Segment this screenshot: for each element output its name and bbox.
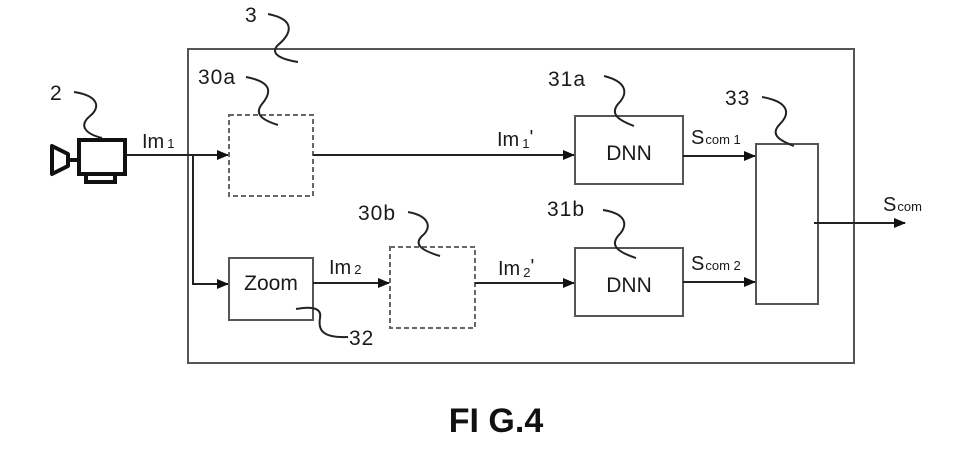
block-31a-ref: 31a — [548, 68, 586, 91]
system-box-ref: 3 — [245, 4, 258, 27]
block-32-zoom — [228, 257, 314, 321]
block-32-ref: 32 — [349, 327, 374, 350]
camera-leader — [73, 91, 103, 139]
block-30b-ref: 30b — [358, 202, 396, 225]
block-33-ref: 33 — [725, 87, 750, 110]
block-31b-label: DNN — [606, 274, 652, 297]
block-31b-ref: 31b — [547, 198, 585, 221]
block-33-combiner — [755, 143, 819, 305]
block-31a-leader — [603, 75, 635, 127]
system-box — [187, 48, 855, 364]
system-box-leader — [267, 13, 299, 63]
block-32-label: Zoom — [244, 272, 298, 295]
block-31a-label: DNN — [606, 142, 652, 165]
block-30b — [389, 246, 476, 329]
block-30a-ref: 30a — [198, 66, 236, 89]
signal-scom2-label: Scom 2 — [691, 253, 741, 275]
block-31b-leader — [602, 209, 637, 259]
signal-scom1-label: Scom 1 — [691, 127, 741, 149]
block-30a — [228, 114, 314, 197]
block-31a-dnn — [574, 115, 684, 185]
camera-ref: 2 — [50, 82, 63, 105]
video-camera-icon — [50, 138, 127, 184]
block-32-leader — [295, 306, 349, 339]
signal-scom-label: Scom — [883, 194, 922, 216]
block-30a-leader — [245, 76, 279, 126]
block-33-leader — [761, 96, 795, 147]
wire-im1-to-zoom — [192, 155, 229, 289]
figure-caption: FI G.4 — [449, 402, 544, 440]
block-30b-leader — [407, 211, 441, 257]
